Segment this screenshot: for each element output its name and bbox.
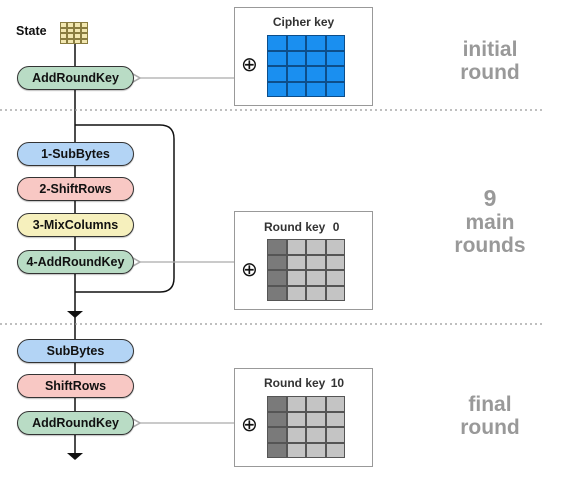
round-label-line: round	[460, 416, 520, 439]
round-label-line: final	[468, 393, 512, 416]
round-label-line: rounds	[454, 234, 526, 257]
down-arrow-end	[67, 453, 83, 460]
round-label-line: main	[465, 211, 515, 234]
round-label-line: initial	[462, 38, 518, 61]
loop-bracket	[75, 124, 175, 293]
round-key-label-final: Round key 10	[264, 376, 344, 390]
initial-round-label: initial round	[440, 38, 540, 84]
down-arrow	[67, 311, 83, 318]
xor-symbol-initial: ⊕	[241, 52, 258, 76]
state-grid	[60, 22, 88, 44]
round-key-grid-final	[267, 396, 345, 458]
round-key-grid-main	[267, 239, 345, 301]
round-label-line: 9	[483, 185, 497, 211]
subbytes-final-step: SubBytes	[17, 339, 134, 363]
subbytes-step: 1-SubBytes	[17, 142, 134, 166]
mixcolumns-step: 3-MixColumns	[17, 213, 134, 237]
round-key-index: 10	[330, 376, 345, 390]
addroundkey-main-step: 4-AddRoundKey	[17, 250, 134, 274]
round-label-line: round	[460, 61, 520, 84]
shiftrows-final-step: ShiftRows	[17, 374, 134, 398]
xor-symbol-final: ⊕	[241, 412, 258, 436]
main-rounds-label: 9 main rounds	[440, 185, 540, 258]
round-key-label-main: Round key 0	[264, 220, 339, 234]
round-key-text: Round key	[264, 220, 326, 234]
round-key-text: Round key	[264, 376, 326, 390]
round-key-index: 0	[332, 220, 340, 234]
cipher-key-grid	[267, 35, 345, 97]
addroundkey-initial-step: AddRoundKey	[17, 66, 134, 90]
state-label: State	[16, 24, 47, 38]
xor-symbol-main: ⊕	[241, 257, 258, 281]
final-round-label: final round	[440, 393, 540, 439]
cipher-key-label: Cipher key	[272, 15, 335, 29]
shiftrows-step: 2-ShiftRows	[17, 177, 134, 201]
addroundkey-final-step: AddRoundKey	[17, 411, 134, 435]
